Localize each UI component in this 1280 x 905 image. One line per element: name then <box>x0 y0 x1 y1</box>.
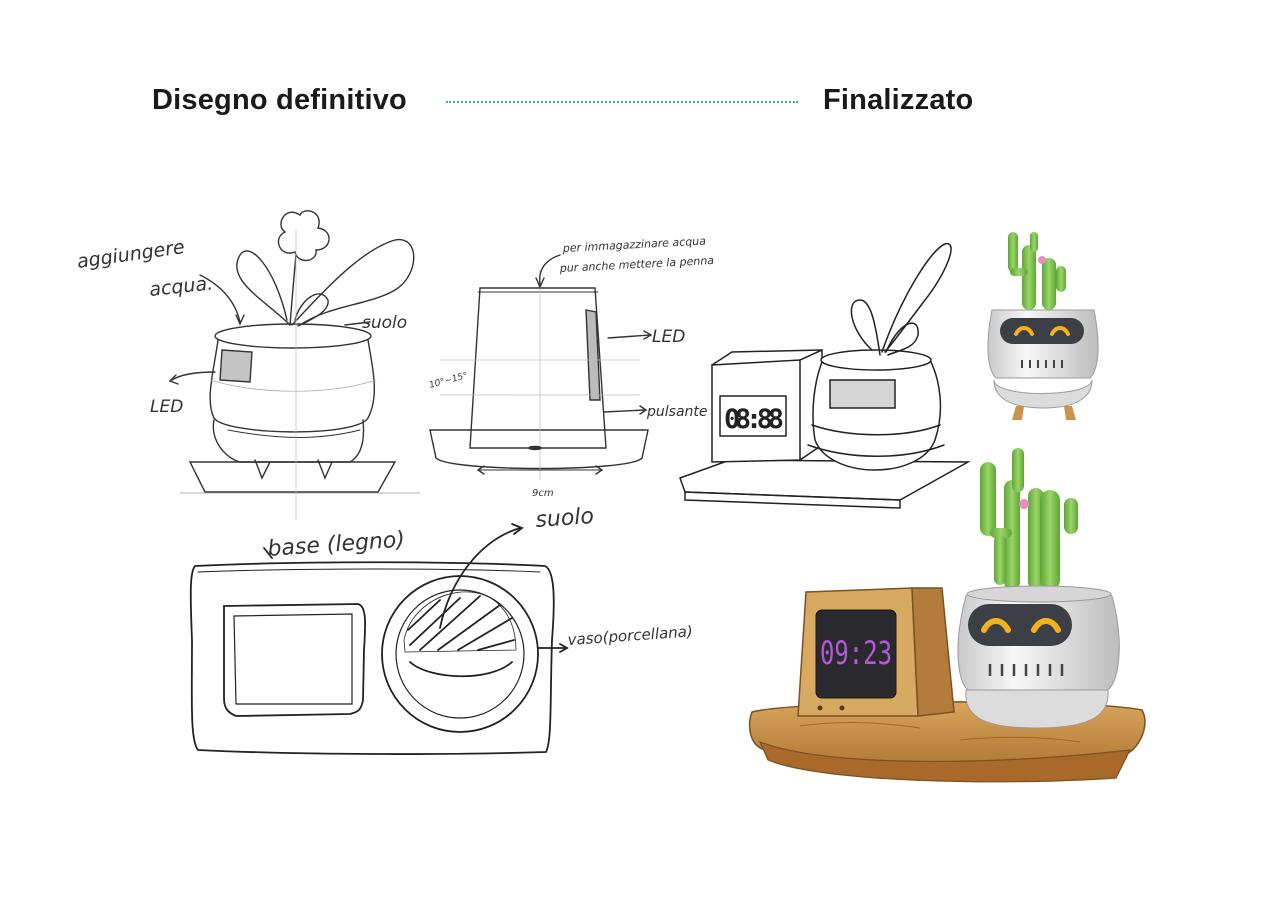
sketch-label-add-water: aggiungere <box>76 236 186 273</box>
sketch-pot-flower <box>168 210 421 521</box>
sketch-top-view <box>189 523 569 755</box>
sketch-label-button: pulsante <box>646 404 708 420</box>
render-clock-display: 09:23 <box>820 634 892 672</box>
sketch-clock-display: 08:88 <box>724 404 784 435</box>
render-final-product: 09:23 <box>748 448 1146 783</box>
sketch-label-soil-1: suolo <box>362 313 407 333</box>
sketch-perspective <box>679 243 971 509</box>
sketch-label-soil-2: suolo <box>535 504 595 533</box>
render-robot-pot-small <box>987 232 1099 420</box>
sketch-label-angle: 10°~15° <box>428 371 469 391</box>
right-section-title: Finalizzato <box>823 84 974 116</box>
sketch-label-led-1: LED <box>150 397 183 417</box>
sketch-label-vase: vaso(porcellana) <box>567 622 693 649</box>
left-section-title: Disegno definitivo <box>152 84 407 116</box>
sketch-label-width: 9cm <box>532 488 554 499</box>
sketch-label-fill-note-1: per immagazzinare acqua <box>561 235 706 256</box>
sketch-label-fill-note-2: pur anche mettere la penna <box>558 254 714 275</box>
sketch-label-add-water-2: acqua. <box>148 272 214 301</box>
sketch-side-view <box>429 254 653 481</box>
sketch-label-base: base (legno) <box>267 527 406 562</box>
sketch-label-led-2: LED <box>652 327 685 347</box>
dotted-divider <box>446 101 798 103</box>
